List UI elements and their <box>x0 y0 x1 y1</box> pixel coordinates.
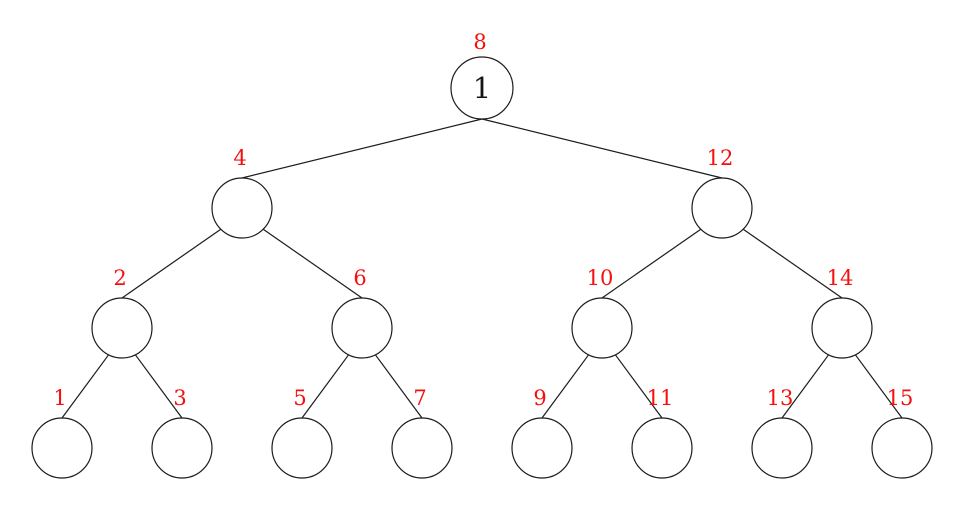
node-index-label: 13 <box>767 386 794 410</box>
tree-node-9: 9 <box>511 386 573 479</box>
node-circle <box>211 177 273 239</box>
tree-edge-4-2 <box>121 228 222 299</box>
node-circle <box>391 417 453 479</box>
tree-node-3: 3 <box>151 386 213 479</box>
tree-edge-6-7 <box>374 354 423 419</box>
node-index-label: 12 <box>707 146 734 170</box>
tree-node-2: 2 <box>91 266 153 359</box>
tree-node-4: 4 <box>211 146 273 239</box>
tree-node-8: 81 <box>450 30 514 120</box>
tree-node-11: 11 <box>631 386 693 479</box>
tree-edge-2-1 <box>61 354 110 419</box>
node-index-label: 6 <box>353 266 366 290</box>
tree-node-15: 15 <box>871 386 933 479</box>
node-index-label: 11 <box>647 386 674 410</box>
tree-edge-8-12 <box>481 118 723 179</box>
tree-node-10: 10 <box>571 266 633 359</box>
node-value: 1 <box>473 71 491 105</box>
node-index-label: 5 <box>293 386 306 410</box>
tree-edge-14-15 <box>854 354 903 419</box>
node-circle <box>151 417 213 479</box>
tree-node-7: 7 <box>391 386 453 479</box>
tree-edge-2-3 <box>134 354 183 419</box>
tree-node-12: 12 <box>691 146 753 239</box>
node-index-label: 4 <box>233 146 246 170</box>
node-index-label: 10 <box>587 266 614 290</box>
node-circle <box>751 417 813 479</box>
node-circle <box>31 417 93 479</box>
node-circle <box>691 177 753 239</box>
tree-node-6: 6 <box>331 266 393 359</box>
tree-edge-12-14 <box>742 228 843 299</box>
tree-edge-10-9 <box>541 354 590 419</box>
node-circle <box>571 297 633 359</box>
tree-node-13: 13 <box>751 386 813 479</box>
tree-edge-6-5 <box>301 354 350 419</box>
tree-edge-10-11 <box>614 354 663 419</box>
node-index-label: 15 <box>887 386 914 410</box>
tree-edge-12-10 <box>601 228 702 299</box>
node-circle <box>450 56 514 120</box>
node-index-label: 2 <box>113 266 126 290</box>
tree-edge-14-13 <box>781 354 830 419</box>
node-index-label: 3 <box>173 386 186 410</box>
node-index-label: 7 <box>413 386 426 410</box>
tree-edge-8-4 <box>241 118 483 179</box>
tree-node-14: 14 <box>811 266 873 359</box>
node-circle <box>811 297 873 359</box>
node-index-label: 14 <box>827 266 854 290</box>
node-index-label: 1 <box>53 386 66 410</box>
node-index-label: 8 <box>473 30 486 54</box>
node-circle <box>631 417 693 479</box>
tree-node-1: 1 <box>31 386 93 479</box>
node-circle <box>331 297 393 359</box>
tree-node-5: 5 <box>271 386 333 479</box>
node-circle <box>91 297 153 359</box>
node-circle <box>511 417 573 479</box>
tree-edge-4-6 <box>262 228 363 299</box>
node-circle <box>271 417 333 479</box>
node-circle <box>871 417 933 479</box>
node-index-label: 9 <box>533 386 546 410</box>
